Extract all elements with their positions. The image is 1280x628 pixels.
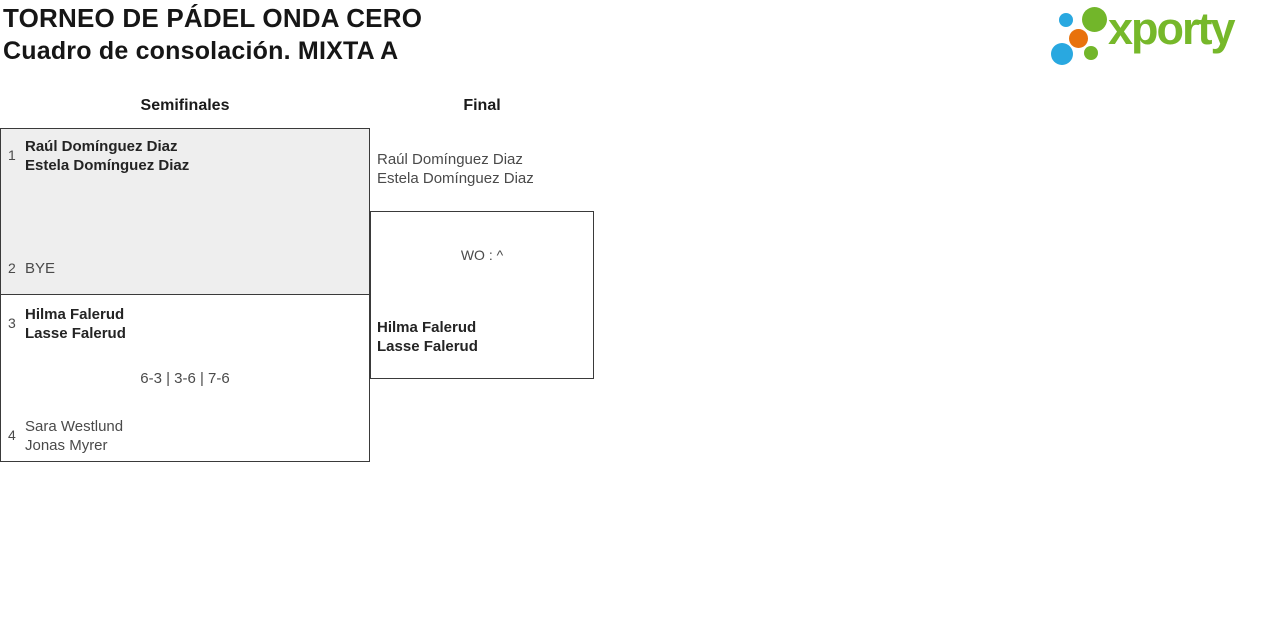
seed-number: 3 (8, 315, 16, 331)
xporty-wordmark: xporty (1108, 3, 1236, 54)
seed-number: 1 (8, 147, 16, 163)
logo-dot-blue-big-icon (1051, 43, 1073, 65)
team-names: Sara Westlund Jonas Myrer (25, 417, 123, 455)
player-name: Jonas Myrer (25, 437, 108, 454)
player-name: Lasse Falerud (25, 325, 126, 342)
logo-dot-green-small-icon (1084, 46, 1098, 60)
round-header-final: Final (463, 97, 501, 114)
player-name: Hilma Falerud (25, 306, 125, 323)
player-name: Raúl Domínguez Diaz (377, 151, 523, 168)
team-names: Raúl Domínguez Diaz Estela Domínguez Dia… (25, 137, 189, 175)
team-names: BYE (25, 259, 55, 278)
player-name: Estela Domínguez Diaz (377, 170, 534, 187)
player-name: Estela Domínguez Diaz (25, 157, 190, 174)
match-semifinal-1[interactable]: 1 Raúl Domínguez Diaz Estela Domínguez D… (0, 128, 370, 295)
match-score: 6-3 | 3-6 | 7-6 (140, 370, 230, 387)
final-team-bottom: Hilma Falerud Lasse Falerud (377, 318, 478, 356)
match-final[interactable]: WO : ^ Hilma Falerud Lasse Falerud (370, 211, 594, 379)
page-title: TORNEO DE PÁDEL ONDA CERO (3, 3, 423, 33)
match-semifinal-2[interactable]: 3 Hilma Falerud Lasse Falerud 6-3 | 3-6 … (0, 294, 370, 462)
logo-dot-orange-icon (1069, 29, 1088, 48)
team-names: Hilma Falerud Lasse Falerud (25, 305, 126, 343)
player-name: Lasse Falerud (377, 338, 478, 355)
player-name: Sara Westlund (25, 418, 124, 435)
logo-dot-green-big-icon (1082, 7, 1107, 32)
player-name: Hilma Falerud (377, 319, 477, 336)
seed-number: 2 (8, 260, 16, 276)
player-name: BYE (25, 260, 56, 277)
round-header-semifinales: Semifinales (140, 97, 230, 114)
logo-dot-blue-small-icon (1059, 13, 1073, 27)
player-name: Raúl Domínguez Diaz (25, 138, 178, 155)
seed-number: 4 (8, 427, 16, 443)
xporty-logo[interactable]: xporty (1048, 2, 1278, 70)
final-team-top: Raúl Domínguez Diaz Estela Domínguez Dia… (377, 150, 534, 188)
page-subtitle: Cuadro de consolación. MIXTA A (3, 37, 399, 65)
final-score: WO : ^ (460, 247, 504, 263)
